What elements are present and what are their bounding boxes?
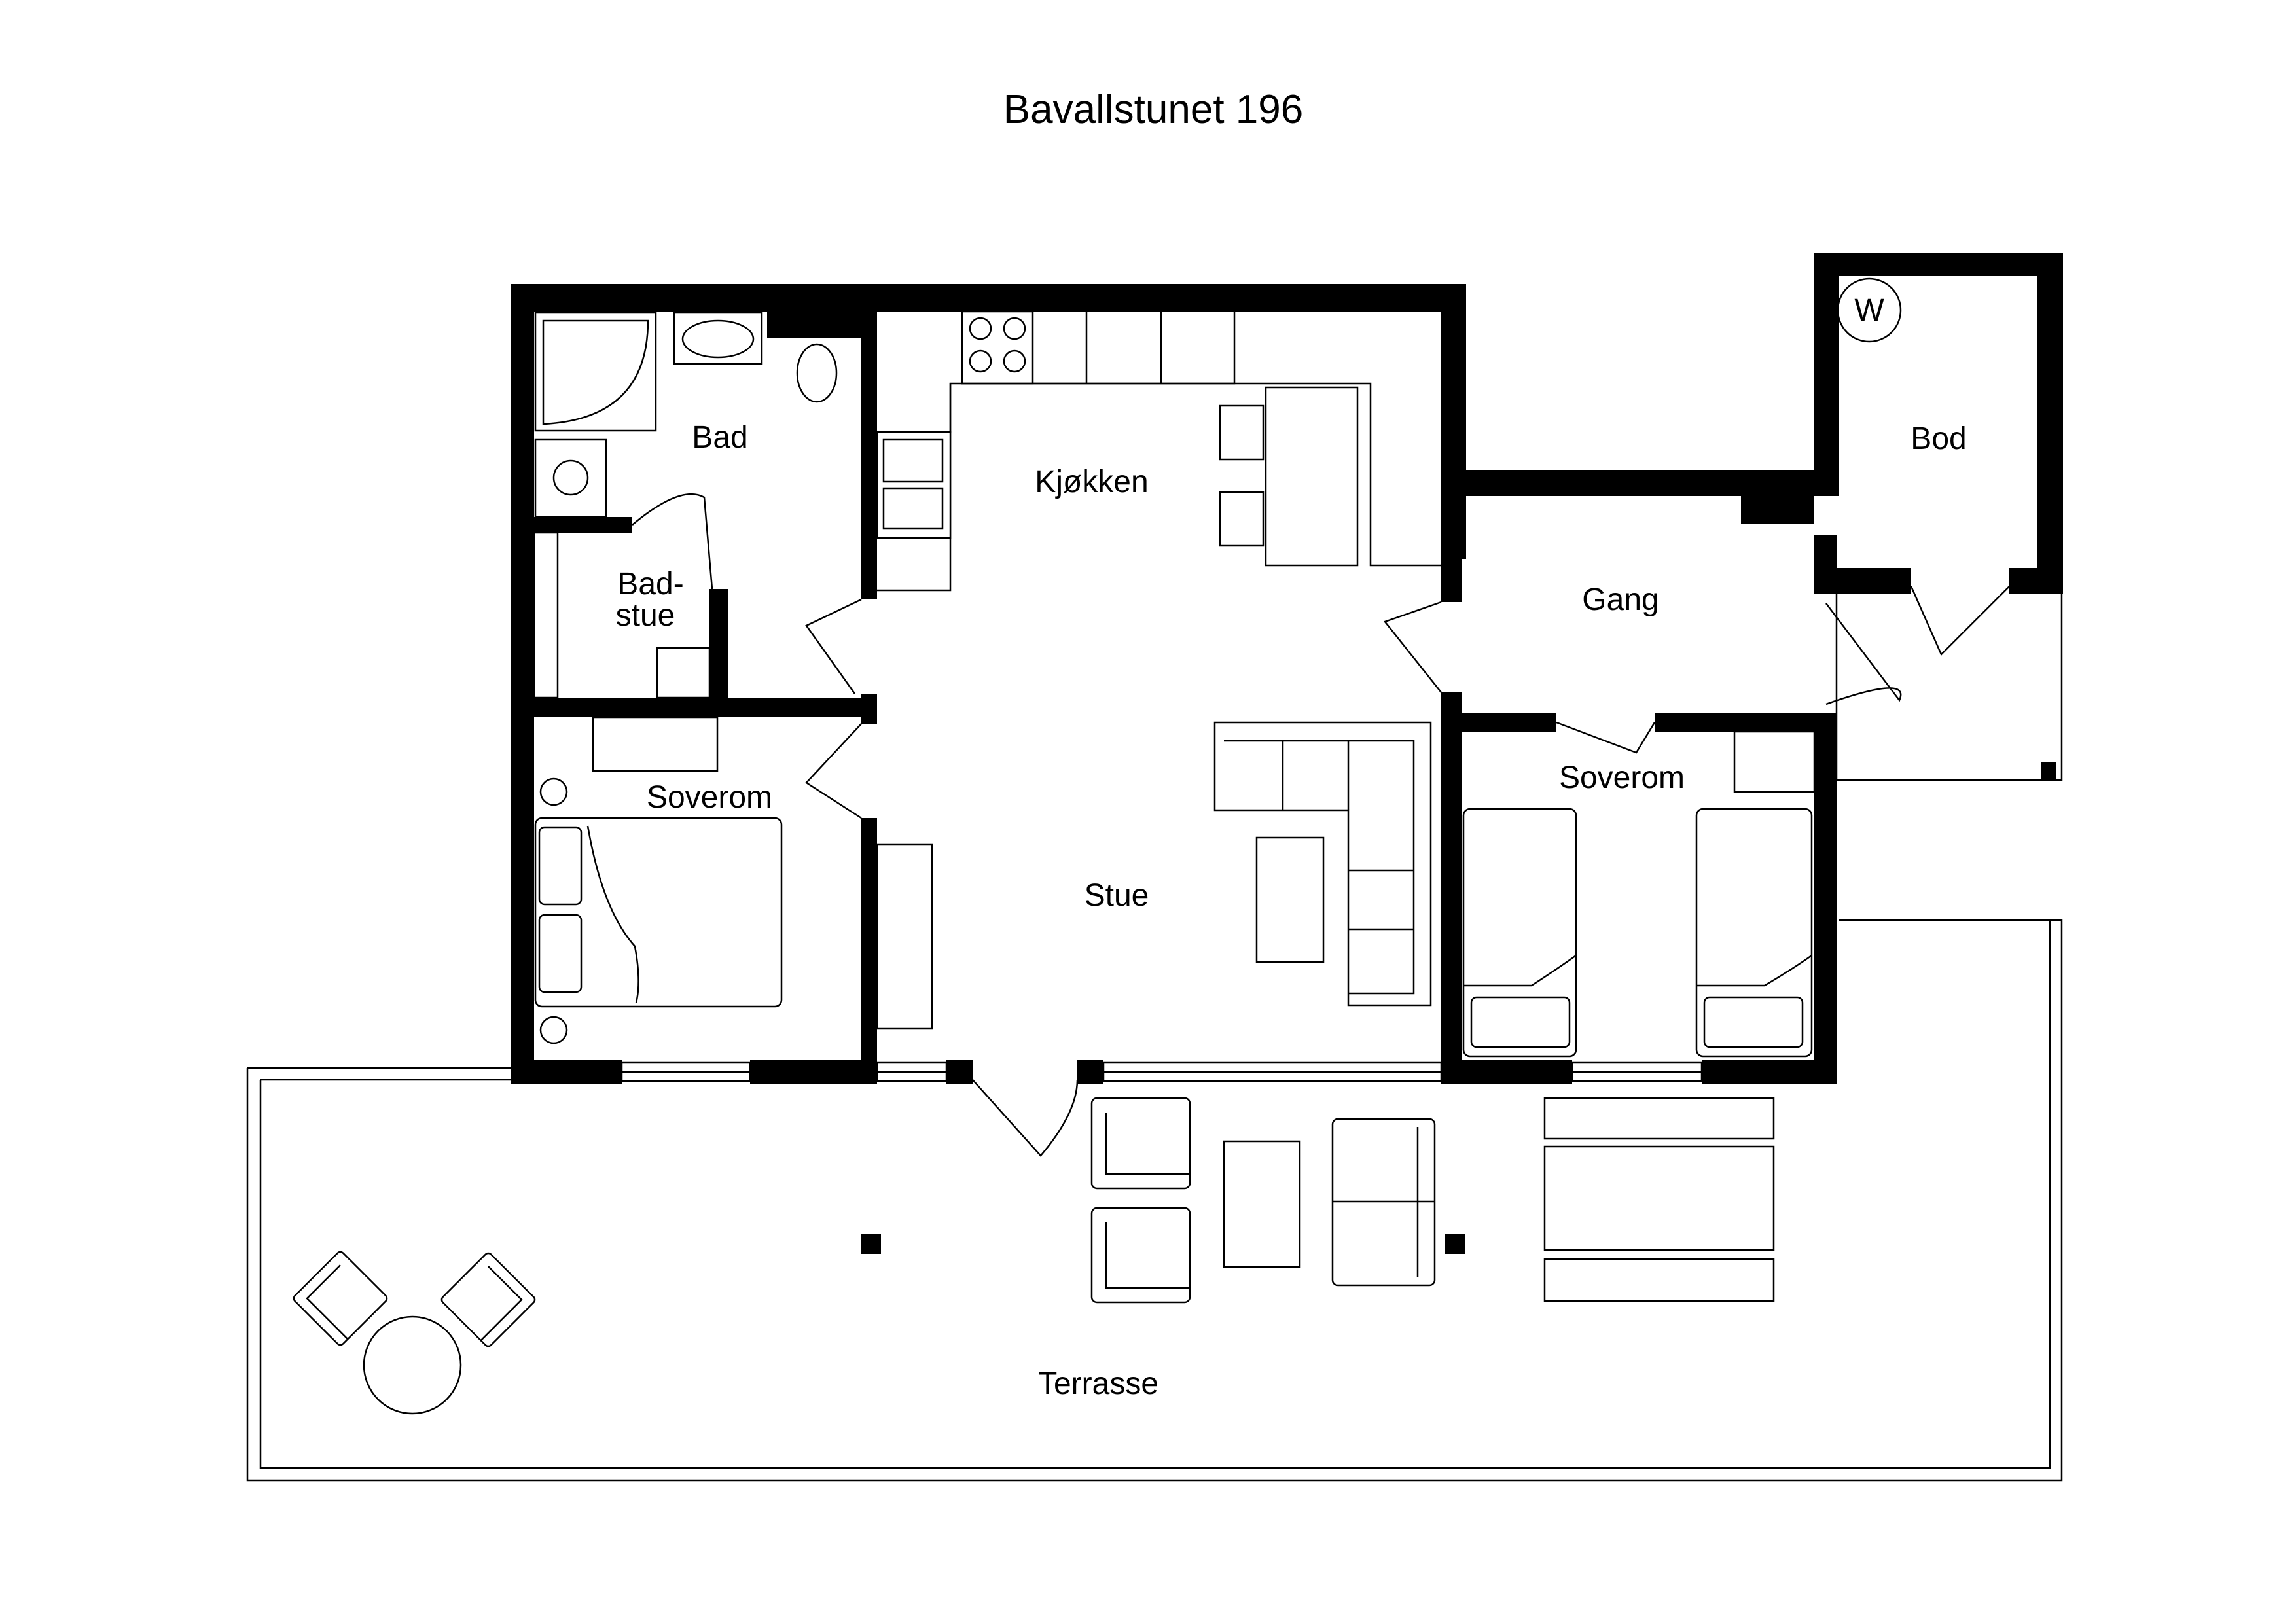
sauna-benches <box>533 531 711 699</box>
right-bedroom-furniture <box>1462 730 1816 1058</box>
water-heater-label: W <box>1854 293 1884 328</box>
room-labels: Bad Kjøkken Bad- stue Soverom Stue Gang … <box>616 420 1967 1401</box>
toilet <box>796 343 838 403</box>
tv-bench <box>876 843 933 1030</box>
room-label-terrasse: Terrasse <box>1038 1366 1158 1401</box>
living-room-furniture <box>876 721 1432 1030</box>
water-heater <box>1837 277 1902 343</box>
windows <box>620 1061 1703 1082</box>
wardrobe-right <box>1733 730 1816 793</box>
double-bed-left <box>534 817 783 1008</box>
room-label-kjokken: Kjøkken <box>1035 465 1148 499</box>
room-label-bad: Bad <box>692 420 747 455</box>
terrace-lounger-bottom <box>1543 1258 1775 1302</box>
kitchen-fixtures <box>876 310 1441 592</box>
plan-title: Bavallstunet 196 <box>1003 87 1303 132</box>
terrace-armchair-right <box>440 1252 536 1347</box>
room-label-soverom-left: Soverom <box>647 780 772 815</box>
kitchen-sink <box>876 431 952 539</box>
terrace-chair-2 <box>1090 1207 1191 1304</box>
single-bed-b <box>1695 808 1813 1058</box>
room-label-soverom-right: Soverom <box>1559 760 1685 795</box>
room-label-badstue-line1: Bad- <box>617 567 683 601</box>
bathroom-fixtures <box>534 312 838 518</box>
round-table <box>363 1315 462 1415</box>
dining-table <box>1265 386 1359 567</box>
terrace-lounger-top <box>1543 1097 1775 1140</box>
room-label-badstue-line2: stue <box>616 598 675 633</box>
terrace-furniture <box>293 1097 1775 1415</box>
room-label-bod: Bod <box>1910 421 1966 456</box>
washing-machine <box>534 438 607 518</box>
sink <box>673 312 763 365</box>
dining-chair-bottom <box>1219 491 1265 547</box>
wardrobe-left <box>592 716 719 772</box>
terrace-table <box>1223 1140 1301 1268</box>
terrace-lounger-middle <box>1543 1145 1775 1251</box>
sectional-sofa <box>1213 721 1432 1007</box>
walls <box>511 253 2063 1084</box>
doors <box>632 493 2010 1157</box>
storage-fixtures: W <box>1837 277 1902 343</box>
terrace-post-left <box>861 1234 881 1254</box>
terrace-armchair-left <box>293 1251 388 1346</box>
terrace-chair-1 <box>1090 1097 1191 1190</box>
left-bedroom-furniture <box>534 716 783 1044</box>
dining-chair-top <box>1219 404 1265 461</box>
nightstand-lamp-bottom <box>539 1016 568 1044</box>
room-label-gang: Gang <box>1582 582 1659 617</box>
terrace-post-right <box>1445 1234 1465 1254</box>
room-label-stue: Stue <box>1085 878 1149 913</box>
nightstand-lamp-top <box>539 777 568 806</box>
shower <box>534 312 657 432</box>
terrace <box>246 919 2063 1482</box>
coffee-table <box>1255 836 1325 963</box>
single-bed-a <box>1462 808 1577 1058</box>
